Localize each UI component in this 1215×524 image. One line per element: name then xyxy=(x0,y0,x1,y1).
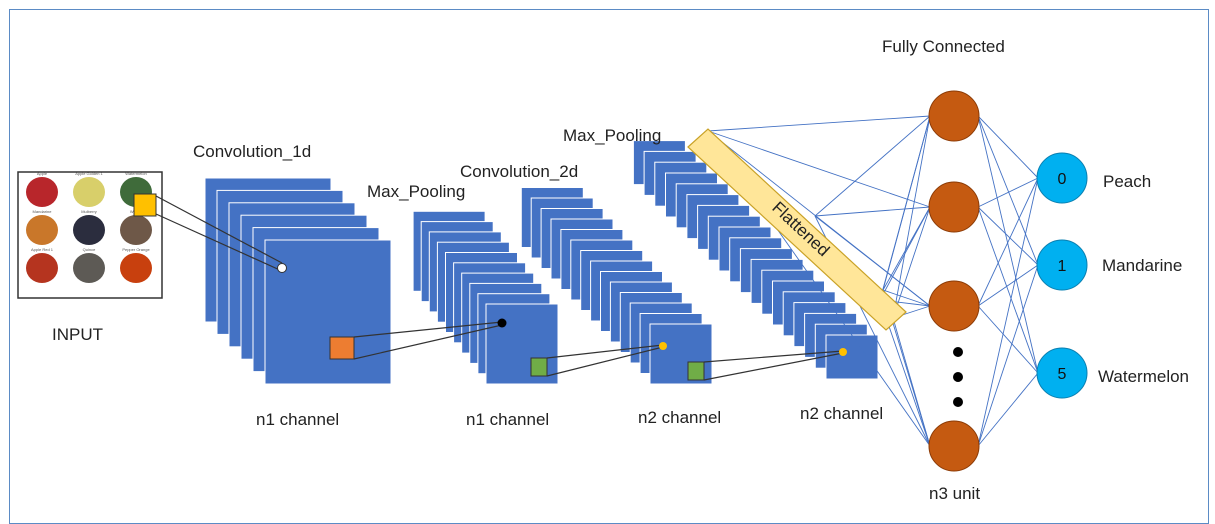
channel-label-maxpool-2: n2 channel xyxy=(800,404,883,423)
output-units: 0 1 5 xyxy=(1036,152,1088,399)
channel-label-conv1d: n1 channel xyxy=(256,410,339,429)
pool1-feature-map xyxy=(485,303,559,385)
fruit-thumbnail xyxy=(73,253,105,283)
kernel-line xyxy=(703,352,844,381)
pool2-output-point xyxy=(839,348,847,356)
fc-edge xyxy=(977,372,1039,447)
kernel-line xyxy=(546,346,664,377)
kernel-line xyxy=(155,213,283,272)
fc-edge xyxy=(977,177,1039,447)
fc-edge xyxy=(977,177,1039,208)
fc-edge xyxy=(879,115,931,301)
channel-label-maxpool-1: n1 channel xyxy=(466,410,549,429)
fruit-thumbnail xyxy=(120,253,152,283)
fc-edge xyxy=(707,115,931,132)
fruit-thumbnail xyxy=(26,253,58,283)
channel-label-conv2d: n2 channel xyxy=(638,408,721,427)
fully-connected-title: Fully Connected xyxy=(882,37,1005,56)
fc-edge xyxy=(977,206,1039,374)
pool2-feature-maps xyxy=(632,140,879,380)
fc-edge xyxy=(977,115,1039,179)
kernel-line xyxy=(703,350,844,363)
fc-edge xyxy=(977,115,1039,266)
fc-edge xyxy=(977,264,1039,447)
output-node xyxy=(1036,239,1088,291)
fruit-caption: Apple xyxy=(37,171,48,176)
layer-title-maxpool-2: Max_Pooling xyxy=(563,126,661,145)
fruit-caption: Apple Golden 1 xyxy=(75,171,103,176)
layer-title-conv2d: Convolution_2d xyxy=(460,162,578,181)
fc-edge xyxy=(977,305,1039,374)
ellipsis-dot xyxy=(953,347,963,357)
kernel-connections xyxy=(155,195,847,381)
flattened-bar xyxy=(687,128,907,331)
output-node xyxy=(1036,152,1088,204)
fc-edge xyxy=(892,115,931,319)
pool2-feature-map xyxy=(825,334,879,380)
hidden-node xyxy=(928,420,980,472)
fruit-caption: Apple Red 1 xyxy=(31,247,54,252)
fruit-thumbnail xyxy=(26,215,58,245)
output-name: Peach xyxy=(1103,172,1151,191)
hidden-node xyxy=(928,280,980,332)
layer-title-conv1d: Convolution_1d xyxy=(193,142,311,161)
fc-edge xyxy=(707,130,931,208)
input-label: INPUT xyxy=(52,325,103,344)
kernel-line xyxy=(353,324,503,360)
fc-edge xyxy=(814,115,931,217)
fc-edge xyxy=(977,264,1039,307)
conv1d-output-point xyxy=(277,263,287,273)
fc-edge xyxy=(814,206,931,217)
fruit-thumbnail xyxy=(26,177,58,207)
hidden-node xyxy=(928,90,980,142)
fc-edge xyxy=(882,289,931,307)
fruit-caption: Mulberry xyxy=(81,209,97,214)
output-index: 0 xyxy=(1058,171,1067,188)
fruit-thumbnail xyxy=(73,177,105,207)
kernel-line xyxy=(546,344,664,359)
fruit-thumbnail xyxy=(73,215,105,245)
kernel-line xyxy=(155,195,283,264)
fruit-thumbnail xyxy=(120,215,152,245)
fc-edge xyxy=(892,206,931,319)
fruit-caption: Mandarine xyxy=(33,209,53,214)
fruit-caption: Quince xyxy=(83,247,96,252)
pool1-kernel-square xyxy=(530,357,548,377)
conv2d-kernel-square xyxy=(687,361,705,381)
output-node xyxy=(1036,347,1088,399)
fc-edge xyxy=(977,177,1039,307)
fruit-caption: Watermelon xyxy=(125,171,146,176)
output-name: Watermelon xyxy=(1098,367,1189,386)
conv2d-output-point xyxy=(659,342,667,350)
fc-edge xyxy=(977,115,1039,374)
fc-edge xyxy=(892,317,931,447)
ellipsis-dot xyxy=(953,372,963,382)
output-name: Mandarine xyxy=(1102,256,1182,275)
fc-edge xyxy=(977,206,1039,266)
conv1d-kernel-square xyxy=(329,336,355,360)
fruit-caption: Pepper Orange xyxy=(122,247,150,252)
conv2d-feature-maps xyxy=(520,187,713,385)
kernel-line xyxy=(353,321,503,338)
output-index: 5 xyxy=(1058,366,1067,383)
ellipsis-dot xyxy=(953,397,963,407)
hidden-node xyxy=(928,181,980,233)
layer-title-maxpool-1: Max_Pooling xyxy=(367,182,465,201)
input-kernel-square xyxy=(133,193,157,217)
conv1d-feature-maps xyxy=(204,177,392,385)
conv1d-feature-map xyxy=(264,239,392,385)
pool1-feature-maps xyxy=(412,210,559,385)
hidden-units xyxy=(928,90,980,472)
pool1-output-point xyxy=(497,318,507,328)
fc-edge xyxy=(814,215,931,307)
hidden-unit-label: n3 unit xyxy=(929,484,980,503)
output-index: 1 xyxy=(1058,258,1067,275)
